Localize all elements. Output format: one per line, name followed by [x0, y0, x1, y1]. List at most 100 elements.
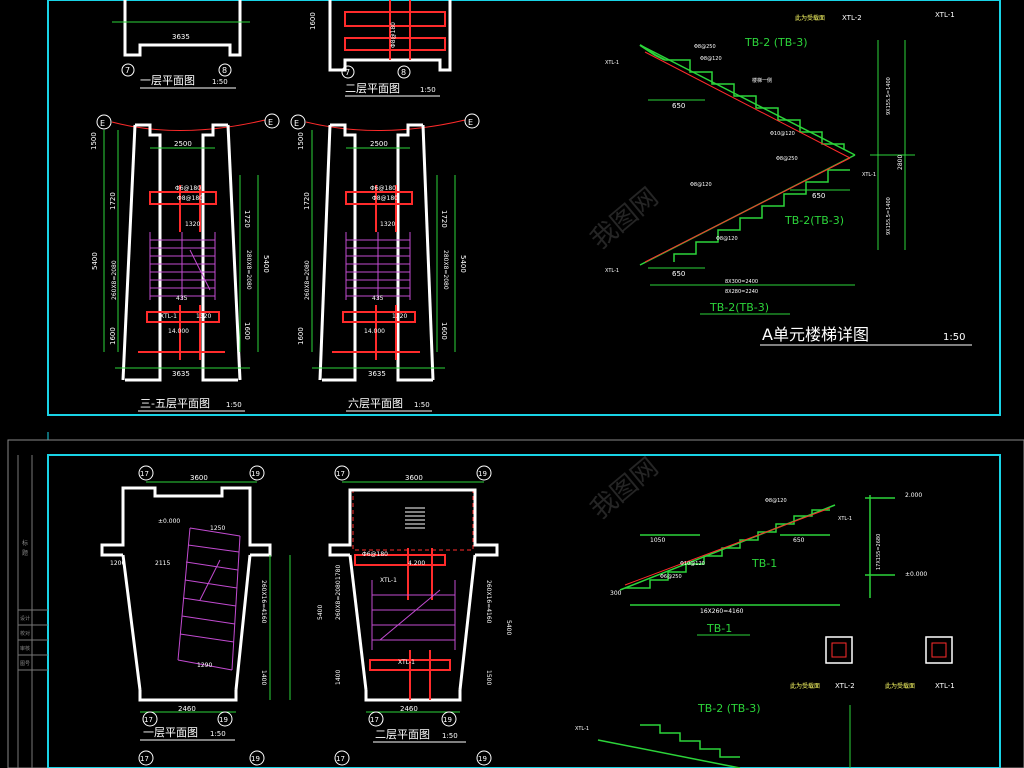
dim-run-a: 260X8=2080 — [111, 260, 118, 300]
detail-run1: 8X300=2400 — [725, 279, 758, 285]
tb2-detail-s2: TB-2 (TB-3) XTL-1 — [575, 702, 851, 768]
dim-1400-a: 1400 — [260, 670, 267, 685]
tb1-el2: 2.000 — [905, 492, 922, 499]
xtl-s2-a: XTL-1 — [380, 577, 397, 584]
detail-xtl-top-b: XTL-1 — [935, 11, 955, 19]
plan-floor1-s1: 3635 7 8 一层平面图 1:50 — [112, 0, 250, 89]
dim-run-s2c: 260X16=4160 — [485, 580, 492, 624]
axis-17-a: 17 — [140, 470, 149, 478]
axis-17-c: 17 — [140, 755, 149, 763]
tb1-rebar-a: Φ8@120 — [765, 498, 787, 504]
plan-scale-s2-floor2: 1:50 — [442, 732, 458, 740]
xtl2-label-s2: XTL-2 — [835, 682, 855, 690]
rebar-label-b2: Φ8@180 — [372, 195, 398, 202]
tb1-rebar-c: Φ10@120 — [680, 561, 705, 567]
detail-tb2-label-a: TB-2 (TB-3) — [744, 36, 808, 49]
dim-run-b: 280X8=2080 — [245, 250, 252, 290]
xtl-label-a: XTL-1 — [160, 313, 177, 320]
plan-title-floor3-5: 三-五层平面图 — [140, 397, 210, 410]
plan-scale-floor2: 1:50 — [420, 86, 436, 94]
detail-rebar-3: Φ10@120 — [770, 131, 795, 137]
plan-title-floor1: 一层平面图 — [140, 74, 195, 87]
axis-19-d: 19 — [478, 470, 487, 478]
title-block-cell-2: 题 — [22, 550, 28, 557]
dim-1500-s2: 1500 — [485, 670, 492, 685]
axis-7-a: 7 — [125, 66, 130, 75]
tb2-label-s2: TB-2 (TB-3) — [697, 702, 761, 715]
detail-d650-c: 650 — [672, 270, 685, 278]
tb1-detail: TB-1 1050 650 300 16X260=4160 17X155=268… — [610, 492, 955, 690]
axis-19-c: 19 — [251, 755, 260, 763]
axis-e-d: E — [468, 118, 473, 127]
dim-1500-a: 1500 — [90, 132, 98, 150]
dim-3635-b: 3635 — [172, 370, 190, 378]
tb2-xtl-s2: XTL-1 — [575, 726, 589, 732]
dim-1290-a: 1290 — [197, 662, 212, 669]
load-label-a: 此为受载面 — [790, 682, 820, 690]
dim-5400-s2a: 5400 — [317, 605, 324, 620]
dim-2115: 2115 — [155, 560, 170, 567]
stair-detail-a: TB-2 (TB-3) TB-2(TB-3) 650 650 650 8X300… — [605, 11, 972, 346]
dim-3635-a: 3635 — [172, 33, 190, 41]
dim-1200-a: 1200 — [110, 560, 125, 567]
rebar-label-a1: Φ6@180 — [175, 185, 201, 192]
plan-floor3-5: E E — [90, 113, 280, 412]
dim-5400-a: 5400 — [91, 252, 99, 270]
plan-title-floor2: 二层平面图 — [345, 82, 400, 95]
dim-1720-c: 1720 — [303, 192, 311, 210]
dim-435-a: 435 — [176, 295, 188, 302]
dim-1720-b: 1720 — [243, 210, 251, 228]
dim-1720-d: 1720 — [440, 210, 448, 228]
dim-1600-s1f2: 1600 — [309, 12, 317, 30]
tb1-label: TB-1 — [751, 557, 777, 570]
tb1-rebar-b: Φ6@250 — [660, 574, 682, 580]
detail-d650-a: 650 — [672, 102, 685, 110]
detail-top-label: 此为受载面 — [795, 14, 825, 22]
plan-title-floor6: 六层平面图 — [348, 397, 403, 410]
detail-title: A单元楼梯详图 — [762, 325, 869, 344]
plan-scale-floor3-5: 1:50 — [226, 401, 242, 409]
title-block-cell-5: 审核 — [20, 645, 30, 652]
tb1-run: 16X260=4160 — [700, 608, 744, 615]
rebar-s2-1: Φ6@180 — [362, 551, 388, 558]
axis-8-b: 8 — [401, 68, 406, 77]
detail-xtl-b: XTL-1 — [605, 268, 619, 274]
detail-h1: 9X155.5=1400 — [886, 77, 892, 115]
sheet2-frame: 标 题 设计 校对 审核 图号 — [7, 439, 1024, 768]
detail-rebar-4: Φ8@250 — [776, 156, 798, 162]
tb1-h: 17X155=2680 — [876, 534, 882, 570]
tb1-el0: ±0.000 — [905, 571, 927, 578]
dim-run-c: 260X8=2080 — [304, 260, 311, 300]
axis-19-a: 19 — [251, 470, 260, 478]
dim-1600-d: 1600 — [440, 322, 448, 340]
detail-note-a: 楼梯一侧 — [752, 77, 772, 84]
rebar-label-s1f2: Φ8@180 — [390, 22, 397, 48]
detail-tb2-caption: TB-2(TB-3) — [709, 301, 769, 314]
detail-d2800: 2800 — [897, 155, 904, 170]
title-block-cell-4: 校对 — [20, 630, 30, 637]
dim-1600-c: 1600 — [297, 327, 305, 345]
detail-rebar-2: Φ8@120 — [700, 56, 722, 62]
detail-tb2-label-b: TB-2(TB-3) — [784, 214, 844, 227]
tb1-d1050: 1050 — [650, 537, 665, 544]
rebar-label-a2: Φ8@180 — [177, 195, 203, 202]
xtl1-label-s2: XTL-1 — [935, 682, 955, 690]
dim-run-d: 280X8=2080 — [442, 250, 449, 290]
detail-rebar-6: Φ8@120 — [716, 236, 738, 242]
axis-7-b: 7 — [345, 68, 350, 77]
axis-e-c: E — [294, 119, 299, 128]
title-block-cell-3: 设计 — [20, 615, 30, 622]
tb1-d300: 300 — [610, 590, 622, 597]
dim-1780: 1780 — [335, 565, 342, 580]
dim-3600-b: 3600 — [405, 474, 423, 482]
elev-b: 14.000 — [364, 328, 385, 335]
axis-19-e: 19 — [443, 716, 452, 724]
axis-17-e: 17 — [370, 716, 379, 724]
plan-floor2-s2: 17 19 3600 Φ6@180 4.200 — [317, 465, 512, 766]
dim-1600-a: 1600 — [109, 327, 117, 345]
detail-xtl-c: XTL-1 — [862, 172, 876, 178]
dim-2500-b: 2500 — [370, 140, 388, 148]
dim-1400-b: 1400 — [335, 670, 342, 685]
dim-3635-c: 3635 — [368, 370, 386, 378]
